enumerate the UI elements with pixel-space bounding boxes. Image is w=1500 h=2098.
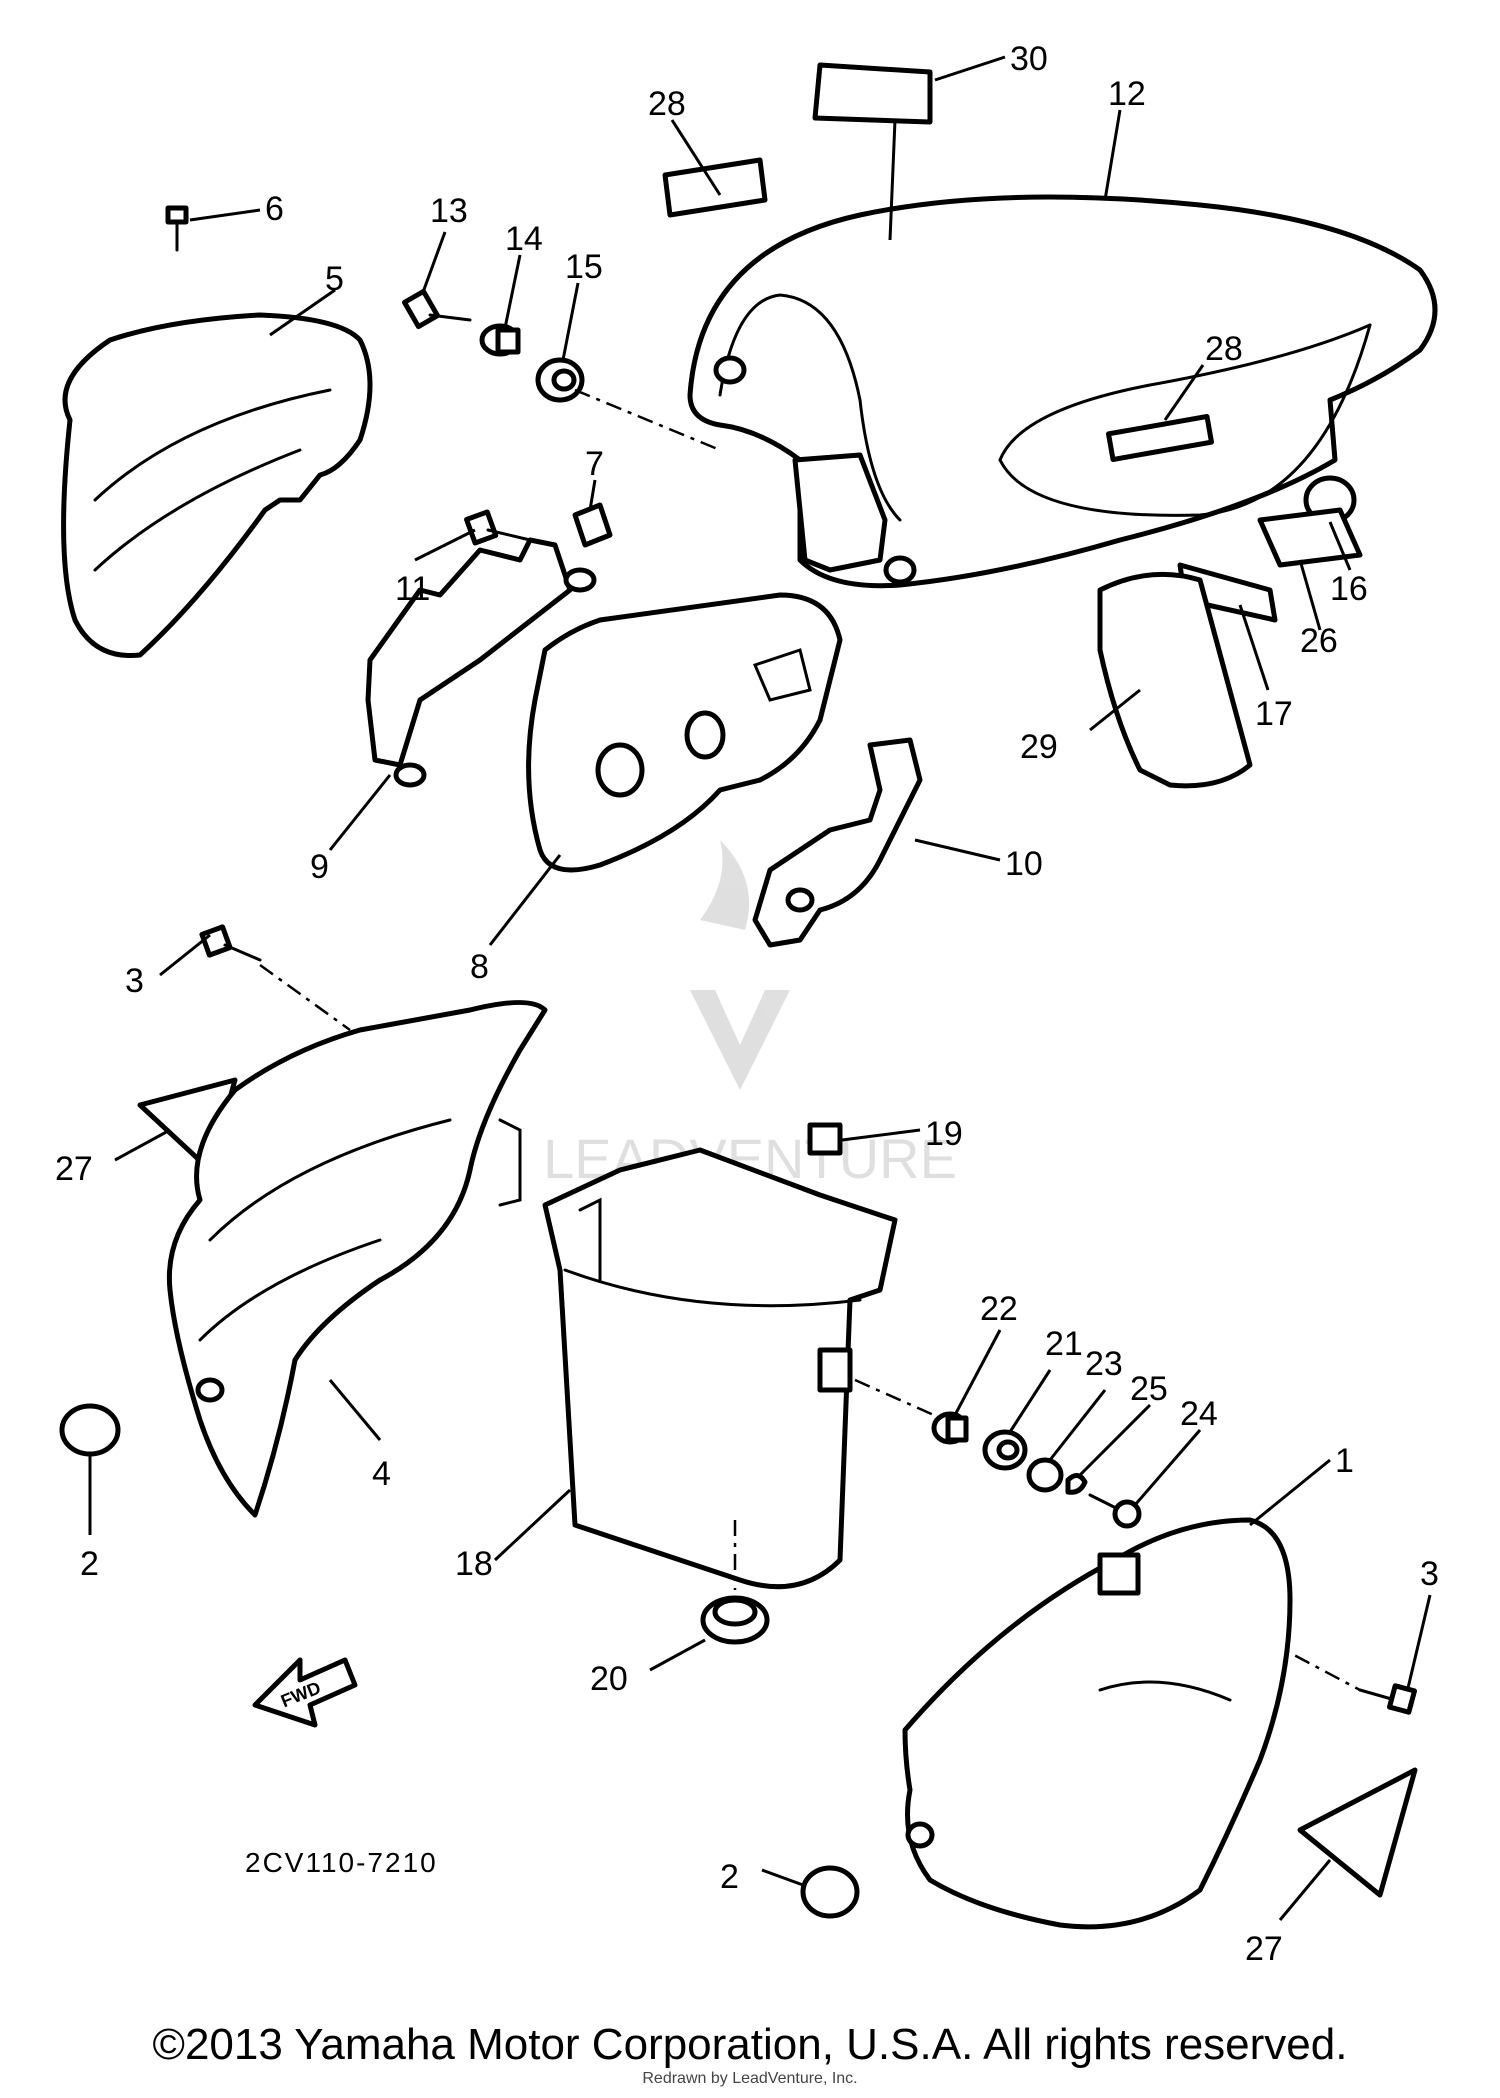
callout-28-tank: 28	[1205, 330, 1243, 368]
watermark: LEADVENTURE	[543, 840, 957, 1190]
callout-3-right: 3	[1420, 1555, 1439, 1593]
callout-3-left: 3	[125, 962, 144, 1000]
callout-6: 6	[265, 190, 284, 228]
callout-17: 17	[1255, 695, 1293, 733]
part-21-grommet	[982, 1429, 1028, 1471]
part-15-grommet	[535, 357, 585, 403]
callout-9: 9	[310, 848, 329, 886]
callout-27-right: 27	[1245, 1930, 1283, 1968]
part-code: 2CV110-7210	[245, 1847, 438, 1878]
leader-lines	[88, 55, 1432, 1921]
callout-30: 30	[1010, 40, 1048, 78]
callout-23: 23	[1085, 1345, 1123, 1383]
part-7-clip	[572, 502, 613, 548]
part-23-washer	[1026, 1457, 1064, 1493]
callout-4: 4	[372, 1455, 391, 1493]
part-22-collar	[931, 1411, 969, 1445]
callout-12: 12	[1108, 75, 1146, 113]
redrawn-credit: Redrawn by LeadVenture, Inc.	[642, 2070, 858, 2087]
callout-27-left: 27	[55, 1150, 93, 1188]
callout-14: 14	[505, 220, 543, 258]
part-20-grommet	[700, 1595, 770, 1645]
part-12-tank	[687, 194, 1438, 589]
callouts: 30 12 28 6 5 13 14 15 28 7 11 16 26 17 2…	[55, 40, 1439, 1968]
callout-5: 5	[325, 260, 344, 298]
part-8-case	[526, 592, 843, 873]
part-14-collar	[479, 323, 521, 357]
part-9-bracket	[365, 537, 597, 788]
part-4-side-cover	[166, 1000, 548, 1518]
callout-24: 24	[1180, 1395, 1218, 1433]
part-26-pad	[1257, 507, 1363, 568]
callout-2-left: 2	[80, 1545, 99, 1583]
callout-19: 19	[925, 1115, 963, 1153]
copyright-notice: ©2013 Yamaha Motor Corporation, U.S.A. A…	[152, 2020, 1348, 2069]
part-18-battery-box	[542, 1147, 898, 1590]
part-5-cover	[61, 312, 373, 659]
callout-13: 13	[430, 192, 468, 230]
part-13-bolt	[401, 288, 472, 330]
callout-16: 16	[1330, 570, 1368, 608]
callout-29: 29	[1020, 728, 1058, 766]
fwd-arrow: FWD	[252, 1657, 358, 1728]
part-11-bolt	[464, 509, 532, 546]
callout-21: 21	[1045, 1325, 1083, 1363]
callout-7: 7	[585, 445, 604, 483]
callout-2-right: 2	[720, 1858, 739, 1896]
part-2-grommet-right	[800, 1865, 860, 1919]
part-29-cover	[1097, 571, 1253, 789]
callout-11: 11	[395, 570, 430, 608]
part-6-screw	[165, 205, 189, 252]
callout-25: 25	[1130, 1370, 1168, 1408]
callout-15: 15	[565, 248, 603, 286]
callout-1: 1	[1335, 1442, 1354, 1480]
callout-18: 18	[455, 1545, 493, 1583]
part-27-emblem-right	[1297, 1767, 1418, 1898]
part-2-grommet-left	[59, 1403, 121, 1457]
part-30-label	[812, 62, 933, 125]
part-1-side-cover	[902, 1517, 1293, 1930]
callout-8: 8	[470, 948, 489, 986]
callout-22: 22	[980, 1290, 1018, 1328]
part-3-bolt-left	[199, 924, 262, 962]
callout-26: 26	[1300, 622, 1338, 660]
callout-10: 10	[1005, 845, 1043, 883]
part-10-bracket	[752, 737, 923, 948]
part-3-bolt-right	[1358, 1683, 1418, 1715]
part-19-clip	[807, 1122, 843, 1156]
callout-20: 20	[590, 1660, 628, 1698]
callout-28-top: 28	[648, 85, 686, 123]
part-24-screw	[1088, 1493, 1142, 1529]
part-25-spring-washer	[1065, 1473, 1088, 1495]
